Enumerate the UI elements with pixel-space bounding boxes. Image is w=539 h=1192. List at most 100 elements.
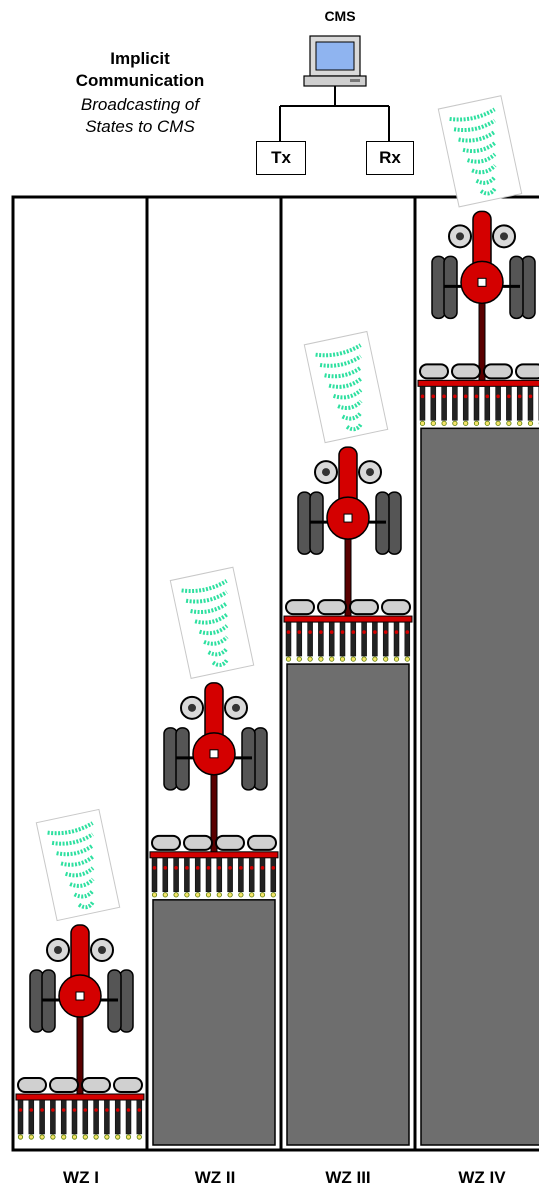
signal-card — [438, 96, 521, 207]
toolbar — [150, 852, 278, 858]
seed-hopper — [152, 836, 180, 850]
row-unit — [163, 858, 168, 892]
row-unit-marker — [362, 630, 366, 634]
worked-area — [287, 664, 409, 1145]
row-unit — [394, 622, 399, 656]
seed-drop — [51, 1135, 55, 1139]
seed-drop — [485, 421, 489, 425]
row-unit — [18, 1100, 23, 1134]
worked-area — [421, 428, 539, 1145]
seed-drop — [83, 1135, 87, 1139]
row-unit-marker — [507, 395, 511, 399]
zone-label-4: WZ IV — [415, 1168, 539, 1188]
wheel-hub — [232, 704, 240, 712]
row-unit — [238, 858, 243, 892]
seed-drop — [319, 657, 323, 661]
toolbar — [16, 1094, 144, 1100]
row-unit-marker — [127, 1108, 131, 1112]
row-unit-marker — [218, 866, 222, 870]
seed-drop — [196, 893, 200, 897]
seed-hopper — [216, 836, 244, 850]
seed-drop — [217, 893, 221, 897]
seed-hopper — [350, 600, 378, 614]
row-unit — [40, 1100, 45, 1134]
seed-drop — [340, 657, 344, 661]
row-unit-marker — [40, 1108, 44, 1112]
row-unit — [318, 622, 323, 656]
seed-drop — [228, 893, 232, 897]
seed-drop — [286, 657, 290, 661]
row-unit — [463, 386, 468, 420]
row-unit-marker — [308, 630, 312, 634]
seed-hopper — [82, 1078, 110, 1092]
gps-receiver — [478, 278, 486, 286]
seed-drop — [94, 1135, 98, 1139]
row-unit — [431, 386, 436, 420]
row-unit-marker — [207, 866, 211, 870]
row-unit — [184, 858, 189, 892]
row-unit-marker — [196, 866, 200, 870]
row-unit — [474, 386, 479, 420]
seed-drop — [126, 1135, 130, 1139]
row-unit — [405, 622, 410, 656]
row-unit — [496, 386, 501, 420]
rear-tire — [298, 492, 311, 554]
row-unit-marker — [529, 395, 533, 399]
row-unit — [485, 386, 490, 420]
row-unit — [297, 622, 302, 656]
row-unit — [152, 858, 157, 892]
row-unit-marker — [475, 395, 479, 399]
seed-drop — [453, 421, 457, 425]
row-unit — [329, 622, 334, 656]
gps-receiver — [210, 750, 218, 758]
zone-label-2: WZ II — [148, 1168, 282, 1188]
toolbar — [418, 380, 539, 386]
seed-drop — [431, 421, 435, 425]
row-unit-marker — [432, 395, 436, 399]
row-unit-marker — [105, 1108, 109, 1112]
seed-drop — [474, 421, 478, 425]
seed-drop — [496, 421, 500, 425]
work-zone-1 — [13, 197, 147, 1150]
seed-drop — [72, 1135, 76, 1139]
row-unit-marker — [185, 866, 189, 870]
row-unit-marker — [261, 866, 265, 870]
seed-drop — [518, 421, 522, 425]
rear-tire — [388, 492, 401, 554]
row-unit — [249, 858, 254, 892]
seed-drop — [185, 893, 189, 897]
row-unit — [271, 858, 276, 892]
seed-drop — [239, 893, 243, 897]
row-unit — [372, 622, 377, 656]
row-unit-marker — [250, 866, 254, 870]
row-unit-marker — [73, 1108, 77, 1112]
row-unit-marker — [341, 630, 345, 634]
row-unit-marker — [153, 866, 157, 870]
row-unit — [442, 386, 447, 420]
row-unit-marker — [30, 1108, 34, 1112]
seed-drop — [442, 421, 446, 425]
row-unit-marker — [138, 1108, 142, 1112]
row-unit — [61, 1100, 66, 1134]
row-unit — [452, 386, 457, 420]
seed-drop — [362, 657, 366, 661]
row-unit-marker — [330, 630, 334, 634]
seed-drop — [330, 657, 334, 661]
seed-drop — [105, 1135, 109, 1139]
seed-drop — [116, 1135, 120, 1139]
row-unit — [94, 1100, 99, 1134]
row-unit-marker — [352, 630, 356, 634]
seed-drop — [528, 421, 532, 425]
seed-drop — [384, 657, 388, 661]
seed-hopper — [248, 836, 276, 850]
rear-tire — [30, 970, 43, 1032]
row-unit — [29, 1100, 34, 1134]
seed-drop — [163, 893, 167, 897]
row-unit-marker — [62, 1108, 66, 1112]
row-unit — [83, 1100, 88, 1134]
row-unit — [115, 1100, 120, 1134]
wheel-hub — [54, 946, 62, 954]
row-unit-marker — [395, 630, 399, 634]
wireless-signal-icon — [438, 96, 521, 207]
